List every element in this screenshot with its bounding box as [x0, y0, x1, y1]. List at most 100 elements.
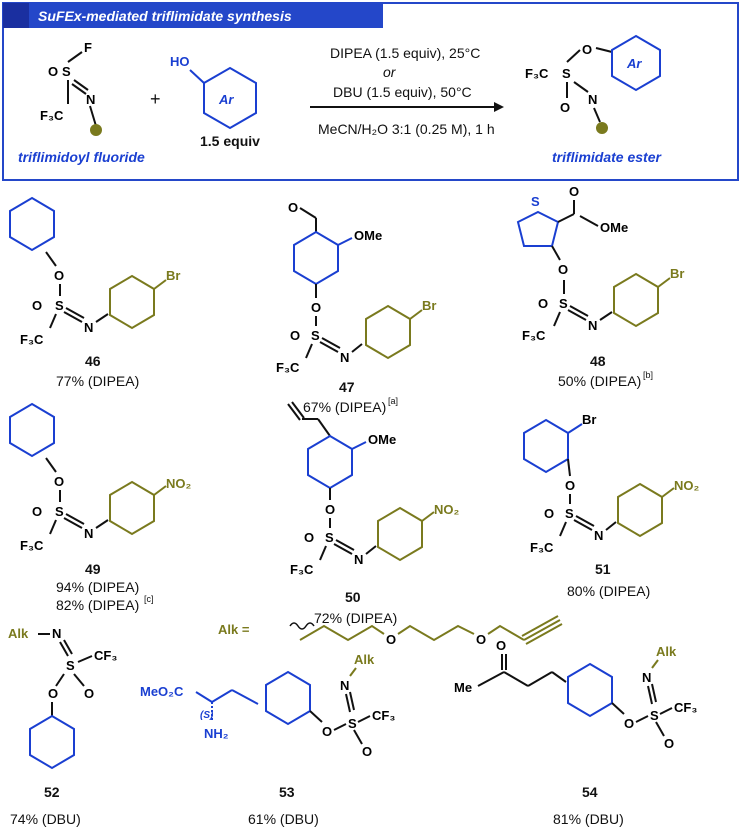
svg-text:(S): (S) — [200, 710, 214, 721]
svg-text:F₃C: F₃C — [276, 360, 300, 375]
compound-52-yield: 74% (DBU) — [10, 811, 81, 827]
svg-text:S: S — [565, 506, 574, 521]
compound-48-structure: S O OMe O S O F₃C N Br — [516, 184, 684, 343]
conditions-line1: DIPEA (1.5 equiv), 25°C — [330, 45, 480, 61]
svg-text:F₃C: F₃C — [20, 332, 44, 347]
svg-text:F₃C: F₃C — [40, 108, 64, 123]
svg-text:Ar: Ar — [626, 56, 642, 71]
svg-text:O: O — [544, 506, 554, 521]
svg-text:O: O — [32, 504, 42, 519]
header-square — [3, 3, 29, 28]
svg-text:OMe: OMe — [368, 432, 396, 447]
svg-text:O: O — [476, 632, 486, 647]
svg-text:O: O — [560, 100, 570, 115]
alk-definition: Alk = O O — [218, 615, 563, 647]
svg-text:O: O — [84, 686, 94, 701]
svg-text:Me: Me — [454, 680, 472, 695]
svg-text:N: N — [642, 670, 651, 685]
svg-text:N: N — [52, 626, 61, 641]
compound-47-yield: 67% (DIPEA) — [303, 399, 386, 415]
svg-text:O: O — [538, 296, 548, 311]
svg-text:O: O — [48, 64, 58, 79]
svg-text:O: O — [32, 298, 42, 313]
svg-text:Alk: Alk — [8, 626, 29, 641]
compound-46-yield: 77% (DIPEA) — [56, 373, 139, 389]
compound-52-structure: Alk N S CF₃ O O — [8, 626, 117, 770]
svg-text:Alk: Alk — [354, 652, 375, 667]
compound-50-yield: 72% (DIPEA) — [314, 610, 397, 626]
compound-46-label: 46 — [85, 353, 101, 369]
svg-text:Alk =: Alk = — [218, 622, 250, 637]
compound-53-structure: MeO₂C (S) NH₂ O S CF₃ O N Alk — [140, 652, 395, 759]
svg-text:NO₂: NO₂ — [674, 478, 700, 493]
svg-text:O: O — [386, 632, 396, 647]
svg-text:NO₂: NO₂ — [434, 502, 460, 517]
svg-text:O: O — [558, 262, 568, 277]
reaction-arrowhead — [494, 102, 504, 112]
conditions-line3: MeCN/H₂O 3:1 (0.25 M), 1 h — [318, 121, 495, 137]
svg-text:HO: HO — [170, 54, 190, 69]
svg-text:CF₃: CF₃ — [372, 708, 395, 723]
svg-text:S: S — [55, 298, 64, 313]
svg-text:O: O — [325, 502, 335, 517]
svg-text:N: N — [84, 526, 93, 541]
header-title: SuFEx-mediated triflimidate synthesis — [38, 8, 292, 24]
svg-text:O: O — [565, 478, 575, 493]
svg-text:O: O — [496, 638, 506, 653]
svg-text:N: N — [86, 92, 95, 107]
compound-49-yield-2: 82% (DIPEA) — [56, 597, 139, 613]
svg-text:F₃C: F₃C — [530, 540, 554, 555]
compound-49-structure: O S O F₃C N NO₂ — [9, 402, 192, 553]
compound-49-yield: 94% (DIPEA) — [56, 579, 139, 595]
reagent-label: triflimidoyl fluoride — [18, 149, 145, 165]
svg-text:S: S — [325, 530, 334, 545]
svg-text:O: O — [288, 200, 298, 215]
svg-text:NH₂: NH₂ — [204, 726, 229, 741]
svg-text:O: O — [569, 184, 579, 199]
compound-54-structure: O Me O S CF₃ O N Alk — [454, 638, 697, 751]
product-label: triflimidate ester — [552, 149, 662, 165]
svg-text:O: O — [664, 736, 674, 751]
svg-text:S: S — [348, 716, 357, 731]
conditions-or: or — [383, 64, 397, 80]
compound-48-note: [b] — [643, 370, 653, 380]
svg-text:F₃C: F₃C — [20, 538, 44, 553]
compound-50-structure: OMe O S O F₃C N NO₂ — [287, 401, 460, 577]
compound-50-label: 50 — [345, 589, 361, 605]
phenol-equiv: 1.5 equiv — [200, 133, 260, 149]
svg-text:Br: Br — [166, 268, 180, 283]
svg-text:OMe: OMe — [600, 220, 628, 235]
svg-text:O: O — [322, 724, 332, 739]
triflimidoyl-fluoride-structure: O S F N F₃C — [40, 40, 102, 136]
header-banner — [3, 3, 383, 28]
svg-text:NO₂: NO₂ — [166, 476, 192, 491]
compound-49-note: [c] — [144, 594, 154, 604]
svg-text:S: S — [311, 328, 320, 343]
svg-text:F₃C: F₃C — [290, 562, 314, 577]
svg-text:S: S — [562, 66, 571, 81]
svg-text:MeO₂C: MeO₂C — [140, 684, 184, 699]
svg-text:F: F — [84, 40, 92, 55]
triflimidate-ester-structure: Ar O S F₃C O N — [525, 34, 661, 134]
conditions-line2: DBU (1.5 equiv), 50°C — [333, 84, 472, 100]
svg-text:S: S — [559, 296, 568, 311]
svg-text:O: O — [311, 300, 321, 315]
compound-54-yield: 81% (DBU) — [553, 811, 624, 827]
compound-52-label: 52 — [44, 784, 60, 800]
compound-51-structure: Br O S O F₃C N NO₂ — [523, 412, 700, 555]
svg-text:O: O — [290, 328, 300, 343]
plus-sign: + — [150, 89, 161, 109]
svg-text:S: S — [62, 64, 71, 79]
svg-text:Alk: Alk — [656, 644, 677, 659]
compound-47-label: 47 — [339, 379, 355, 395]
compound-47-note: [a] — [388, 396, 398, 406]
svg-text:O: O — [624, 716, 634, 731]
svg-text:O: O — [362, 744, 372, 759]
svg-text:CF₃: CF₃ — [674, 700, 697, 715]
svg-text:N: N — [84, 320, 93, 335]
svg-text:O: O — [582, 42, 592, 57]
compound-49-label: 49 — [85, 561, 101, 577]
svg-text:N: N — [340, 678, 349, 693]
compound-51-label: 51 — [595, 561, 611, 577]
